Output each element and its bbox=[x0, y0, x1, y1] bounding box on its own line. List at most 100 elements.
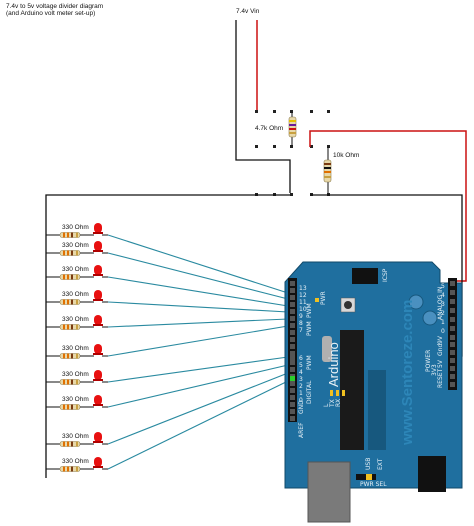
resistor-label: 330 Ohm bbox=[62, 316, 89, 323]
analog-pin-number: 3 bbox=[441, 301, 445, 308]
analog-pin-number: 5 bbox=[441, 283, 445, 290]
analog-pin-number: 0 bbox=[441, 328, 445, 335]
pwr-sel-label: PWR SEL bbox=[360, 481, 387, 488]
resistor-label: 330 Ohm bbox=[62, 291, 89, 298]
pin-highlight bbox=[290, 376, 295, 381]
resistor-label: 330 Ohm bbox=[62, 396, 89, 403]
watermark: www.Sentoreze.com bbox=[399, 300, 416, 446]
5v-label: 5V bbox=[437, 359, 444, 368]
digital-pin-number: 8 bbox=[299, 320, 303, 327]
gnd2-label: Gnd bbox=[437, 344, 444, 356]
signal-wire bbox=[107, 318, 289, 328]
digital-pin-number: 10 bbox=[299, 306, 307, 313]
usb-label: USB bbox=[365, 458, 372, 470]
9v-label: 9V bbox=[437, 335, 444, 344]
aref-label: AREF bbox=[298, 422, 305, 438]
3v3-label: 3V3 bbox=[431, 364, 438, 376]
l-label: L bbox=[323, 403, 330, 407]
diagram-subtitle: (and Arduino volt meter set-up) bbox=[6, 10, 95, 17]
digital-pin-number: 3 bbox=[299, 376, 303, 383]
led-row: 330 Ohm bbox=[46, 344, 108, 359]
resistor-label: 330 Ohm bbox=[62, 458, 89, 465]
resistor-label: 330 Ohm bbox=[62, 371, 89, 378]
led-row: 330 Ohm bbox=[46, 432, 108, 447]
power-label: POWER bbox=[425, 350, 432, 372]
analog-pin-number: 4 bbox=[441, 292, 445, 299]
led-row: 330 Ohm bbox=[46, 315, 108, 330]
pwm-label-2: PWM bbox=[306, 321, 313, 336]
red-led bbox=[94, 223, 102, 233]
digital-pin-number: 4 bbox=[299, 369, 303, 376]
red-led bbox=[94, 457, 102, 467]
signal-wires bbox=[107, 234, 289, 470]
led-rows: 330 Ohm 330 Ohm 330 Ohm 330 Ohm 330 Ohm 330 O… bbox=[46, 223, 108, 472]
analog-pin-numbers: 5 4 3 2 1 0 bbox=[441, 283, 445, 335]
red-led bbox=[94, 370, 102, 380]
usb-connector bbox=[307, 461, 351, 523]
resistor-label: 330 Ohm bbox=[62, 345, 89, 352]
digital-pin-number: 5 bbox=[299, 362, 303, 369]
signal-wire bbox=[107, 301, 289, 313]
resistor-10k bbox=[323, 159, 332, 183]
arduino-board: www.Sentoreze.com Arduino DIGITAL ANALOG… bbox=[284, 261, 463, 523]
signal-wire bbox=[107, 356, 289, 383]
resistor-label: 330 Ohm bbox=[62, 242, 89, 249]
icsp-label: ICSP bbox=[382, 268, 389, 282]
led-ground-bus bbox=[45, 194, 290, 478]
chip-socket bbox=[368, 370, 386, 450]
pwm-label-3: PWM bbox=[306, 355, 313, 370]
led-row: 330 Ohm bbox=[46, 370, 108, 385]
red-led bbox=[94, 395, 102, 405]
reset-label: RESET bbox=[437, 368, 444, 388]
diagram-title: 7.4v to 5v voltage divider diagram bbox=[6, 3, 103, 10]
led-row: 330 Ohm bbox=[46, 265, 108, 280]
r1-label: 4.7k Ohm bbox=[255, 125, 283, 132]
capacitor bbox=[408, 294, 424, 310]
signal-wire bbox=[107, 372, 289, 445]
icsp-header bbox=[352, 268, 378, 284]
vin-label: 7.4v Vin bbox=[236, 8, 260, 15]
ground-wire-top bbox=[235, 20, 291, 193]
analog-in-label: ANALOG IN bbox=[437, 287, 444, 320]
digital-pin-number: 2 bbox=[299, 383, 303, 390]
red-led bbox=[94, 241, 102, 251]
led-row: 330 Ohm bbox=[46, 290, 108, 305]
digital-label: DIGITAL bbox=[306, 380, 313, 404]
red-led bbox=[94, 432, 102, 442]
ext-label: EXT bbox=[377, 458, 384, 470]
resistor-label: 330 Ohm bbox=[62, 224, 89, 231]
led-row: 330 Ohm bbox=[46, 223, 108, 238]
signal-wire bbox=[107, 364, 289, 408]
led-row: 330 Ohm bbox=[46, 395, 108, 410]
rx-label: RX bbox=[335, 399, 342, 407]
gnd-label: GND bbox=[298, 400, 305, 414]
arduino-logo: Arduino bbox=[326, 342, 341, 387]
digital-pin-number: 11 bbox=[299, 299, 307, 306]
red-led bbox=[94, 344, 102, 354]
signal-wire bbox=[107, 380, 289, 470]
pwm-label-1: PWM bbox=[306, 303, 313, 318]
r2-label: 10k Ohm bbox=[333, 152, 359, 159]
resistor-label: 330 Ohm bbox=[62, 266, 89, 273]
pwr-label: PWR bbox=[320, 291, 327, 305]
pwr-led bbox=[315, 298, 319, 302]
signal-wire bbox=[107, 276, 289, 307]
digital-pin-number: 13 bbox=[299, 285, 307, 292]
led-row: 330 Ohm bbox=[46, 457, 108, 472]
analog-pin-number: 1 bbox=[441, 319, 445, 326]
signal-wire bbox=[107, 325, 289, 357]
digital-pin-number: 12 bbox=[299, 292, 307, 299]
signal-wire bbox=[107, 252, 289, 300]
signal-wire bbox=[107, 234, 289, 294]
capacitor bbox=[422, 310, 438, 326]
digital-pin-number: 7 bbox=[299, 327, 303, 334]
power-header bbox=[448, 338, 457, 390]
digital-pin-number: 0 bbox=[299, 397, 303, 404]
analog-pin-number: 2 bbox=[441, 310, 445, 317]
digital-pin-number: 6 bbox=[299, 355, 303, 362]
red-led bbox=[94, 290, 102, 300]
crystal bbox=[322, 336, 332, 362]
digital-pin-number: 1 bbox=[299, 390, 303, 397]
power-jack bbox=[418, 456, 446, 492]
